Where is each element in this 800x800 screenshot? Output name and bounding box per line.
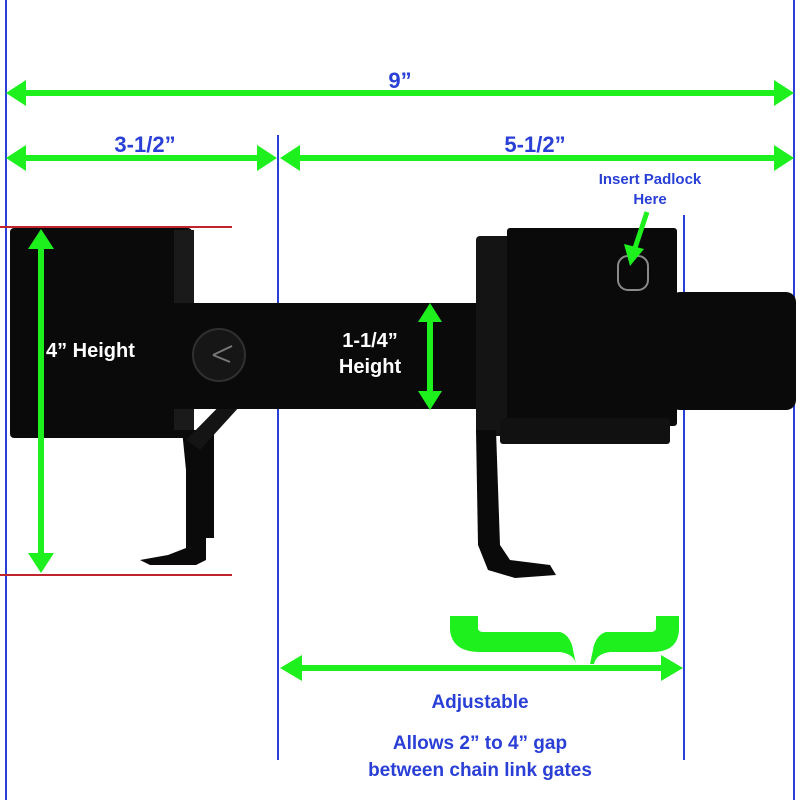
padlock-callout: Insert Padlock Here xyxy=(575,170,725,210)
left-height-label: 4” Height xyxy=(46,340,135,362)
padlock-callout-line2: Here xyxy=(633,191,667,208)
adjustable-label: Adjustable xyxy=(431,692,529,713)
adjustable-brace-icon xyxy=(450,616,679,664)
gap-description-line2: between chain link gates xyxy=(368,760,592,781)
gap-description-line1: Allows 2” to 4” gap xyxy=(392,733,568,754)
overall-width-label: 9” xyxy=(388,68,412,93)
left-width-label: 3-1/2” xyxy=(114,132,176,157)
padlock-callout-line1: Insert Padlock xyxy=(598,171,702,188)
right-width-label: 5-1/2” xyxy=(504,132,566,157)
bar-height-line1: 1-1/4” xyxy=(342,330,398,352)
dimension-arrows xyxy=(6,80,794,681)
latch-hardware xyxy=(10,228,796,578)
bar-height-label: 1-1/4” Height xyxy=(320,328,420,380)
bar-height-line2: Height xyxy=(338,356,402,378)
bolt-icon xyxy=(192,328,246,382)
gap-description: Allows 2” to 4” gap between chain link g… xyxy=(340,730,620,784)
